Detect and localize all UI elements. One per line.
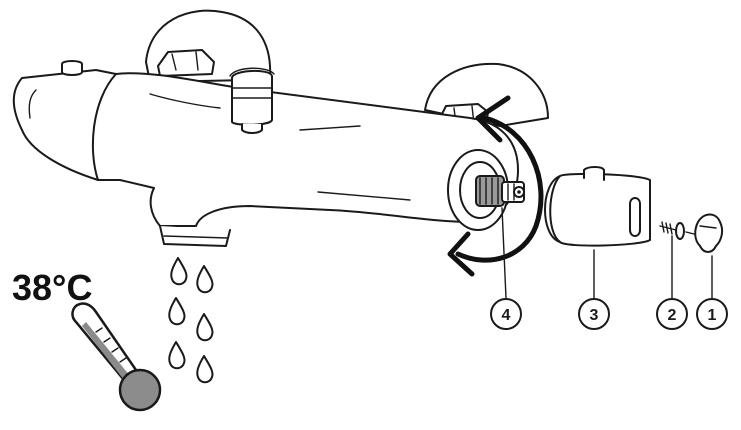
water-drop-icon [197, 356, 212, 382]
water-drop-icon [169, 342, 184, 368]
water-drop-icon [169, 298, 184, 324]
water-drop-icon [197, 266, 212, 292]
callout-2-label: 2 [668, 307, 677, 324]
diverter-knob [230, 68, 274, 133]
temperature-label: 38°C [12, 267, 92, 308]
left-top-knob [62, 61, 82, 75]
callout-3: 3 [579, 299, 609, 329]
water-drop-icon [171, 258, 186, 284]
thermometer-icon [73, 303, 160, 410]
callout-1: 1 [697, 299, 727, 329]
spout [160, 226, 230, 246]
water-drops [169, 258, 212, 382]
callout-3-label: 3 [590, 307, 599, 324]
callout-4: 4 [491, 299, 521, 329]
callout-1-label: 1 [708, 307, 717, 324]
callout-2: 2 [657, 299, 687, 329]
left-hex-nut [158, 50, 214, 76]
temperature-knob [545, 167, 650, 246]
callout-4-label: 4 [502, 307, 511, 324]
water-drop-icon [197, 314, 212, 340]
cap [686, 215, 722, 253]
